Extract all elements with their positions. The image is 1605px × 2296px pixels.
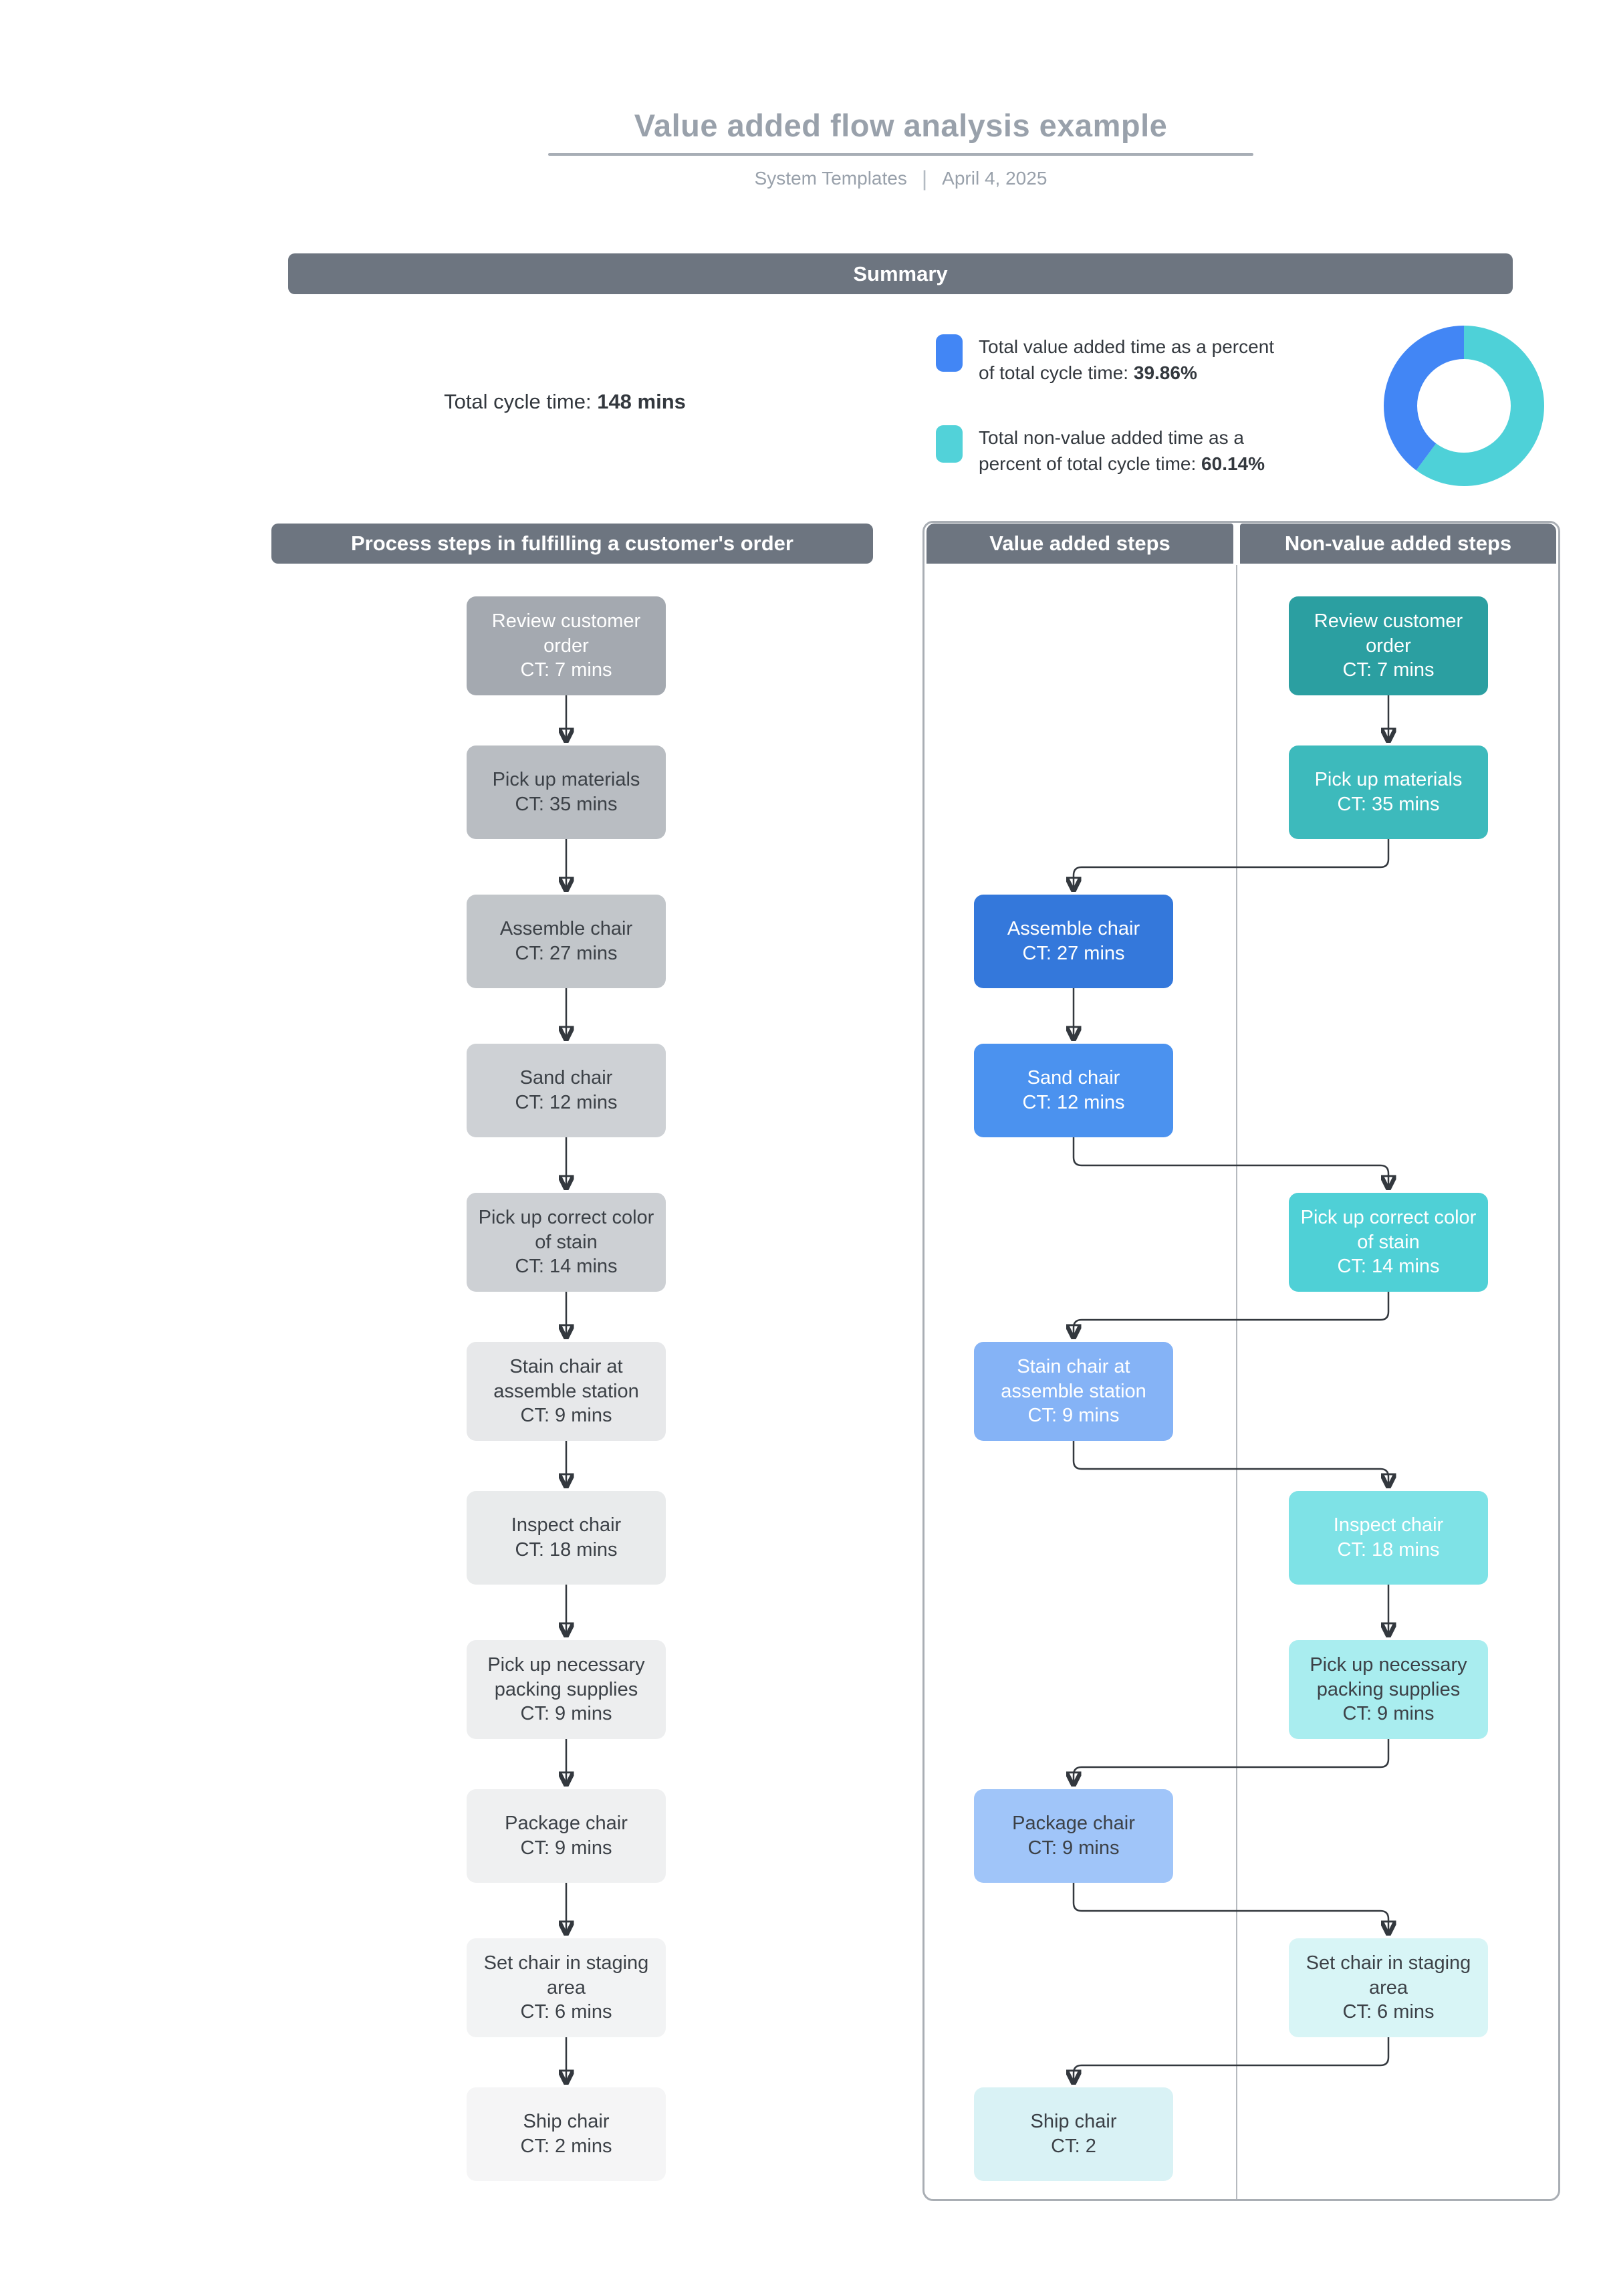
legend-item-nonvalue-added: Total non-value added time as a percent … bbox=[936, 425, 1326, 477]
value-added-column-header: Value added steps bbox=[927, 524, 1233, 564]
title-underline bbox=[548, 153, 1253, 156]
byline-date: April 4, 2025 bbox=[942, 168, 1047, 189]
nonvalue-added-legend-text: Total non-value added time as a percent … bbox=[979, 425, 1326, 477]
value-added-legend-swatch bbox=[936, 334, 963, 372]
page-title: Value added flow analysis example bbox=[634, 108, 1168, 143]
panel-column-divider bbox=[1236, 565, 1237, 2199]
value-added-legend-label: Total value added time as a percent of t… bbox=[979, 336, 1275, 383]
legend-item-value-added: Total value added time as a percent of t… bbox=[936, 334, 1326, 386]
total-cycle-time-value: 148 mins bbox=[597, 390, 686, 413]
total-cycle-time-label: Total cycle time: bbox=[444, 390, 598, 413]
donut-segment-value bbox=[1384, 326, 1544, 486]
byline: System Templates | April 4, 2025 bbox=[281, 166, 1521, 191]
value-added-legend-text: Total value added time as a percent of t… bbox=[979, 334, 1326, 386]
process-steps-header: Process steps in fulfilling a customer's… bbox=[271, 524, 873, 564]
nonvalue-added-column-header: Non-value added steps bbox=[1240, 524, 1556, 564]
byline-author: System Templates bbox=[754, 168, 907, 189]
nonvalue-added-percent: 60.14% bbox=[1201, 453, 1265, 474]
nonvalue-added-legend-label: Total non-value added time as a percent … bbox=[979, 427, 1244, 474]
document-header: Value added flow analysis example System… bbox=[281, 107, 1521, 191]
value-added-percent: 39.86% bbox=[1133, 362, 1197, 383]
summary-section-header: Summary bbox=[288, 253, 1513, 294]
donut-chart bbox=[1384, 326, 1544, 486]
total-cycle-time: Total cycle time: 148 mins bbox=[398, 390, 732, 414]
nonvalue-added-legend-swatch bbox=[936, 425, 963, 463]
byline-separator: | bbox=[921, 166, 928, 191]
